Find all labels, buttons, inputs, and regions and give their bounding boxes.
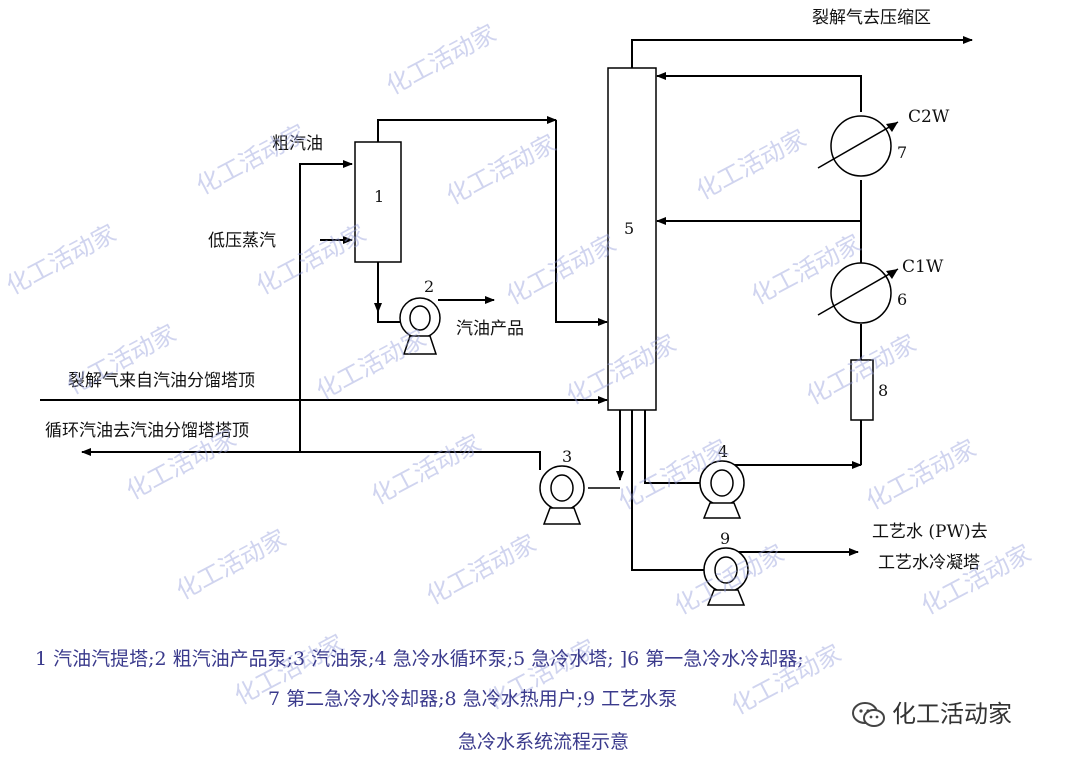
label-6: 6	[897, 290, 907, 309]
caption-line-2: 7 第二急冷水冷却器;8 急冷水热用户;9 工艺水泵	[268, 688, 678, 710]
pump-4	[699, 460, 745, 519]
label-c1w: C1W	[902, 257, 944, 277]
pump-3	[539, 465, 585, 525]
label-1: 1	[374, 187, 384, 206]
label-recycle-gasoline: 循环汽油去汽油分馏塔塔顶	[45, 421, 249, 441]
line-cracked-gas-out	[631, 36, 973, 68]
line-reflux-top	[656, 72, 862, 112]
line-tower-to-pump4	[644, 410, 700, 484]
quench-water-tower-5	[607, 67, 657, 411]
cooler-7	[817, 115, 899, 177]
brand-badge: 化工活动家	[852, 694, 1012, 729]
label-9: 9	[720, 529, 730, 548]
line-to-tower-feed	[555, 120, 608, 326]
label-8: 8	[878, 381, 888, 400]
label-4: 4	[718, 442, 728, 461]
label-process-water-2: 工艺水冷凝塔	[878, 553, 980, 573]
caption-line-1: 1 汽油汽提塔;2 粗汽油产品泵;3 汽油泵;4 急冷水循环泵;5 急冷水塔; …	[35, 648, 804, 670]
label-2: 2	[424, 277, 434, 296]
figure-title: 急冷水系统流程示意	[458, 731, 630, 753]
label-gasoline-product: 汽油产品	[456, 319, 524, 339]
label-process-water-1: 工艺水 (PW)去	[872, 522, 988, 542]
label-cracked-gas-to-compression: 裂解气去压缩区	[812, 8, 931, 28]
line-pump2-suction	[377, 312, 402, 323]
cooler-6	[817, 262, 899, 324]
pump-9	[703, 547, 749, 606]
gasoline-stripper-1	[354, 141, 402, 263]
label-7: 7	[897, 143, 907, 162]
label-c2w: C2W	[908, 107, 950, 127]
line-pump3-discharge	[81, 448, 541, 470]
label-3: 3	[562, 447, 572, 466]
pump-2	[399, 297, 441, 355]
label-cracked-gas-from-top: 裂解气来自汽油分馏塔顶	[68, 371, 255, 391]
line-tower-to-pump9	[631, 410, 704, 571]
line-recycle-branch	[299, 160, 353, 452]
heat-user-8	[850, 359, 874, 421]
wechat-icon	[852, 702, 885, 727]
label-crude-gasoline: 粗汽油	[272, 134, 323, 154]
label-low-pressure-steam: 低压蒸汽	[208, 231, 276, 251]
line-stripper-overhead	[377, 116, 557, 142]
label-5: 5	[624, 219, 634, 238]
brand-name: 化工活动家	[892, 700, 1012, 728]
